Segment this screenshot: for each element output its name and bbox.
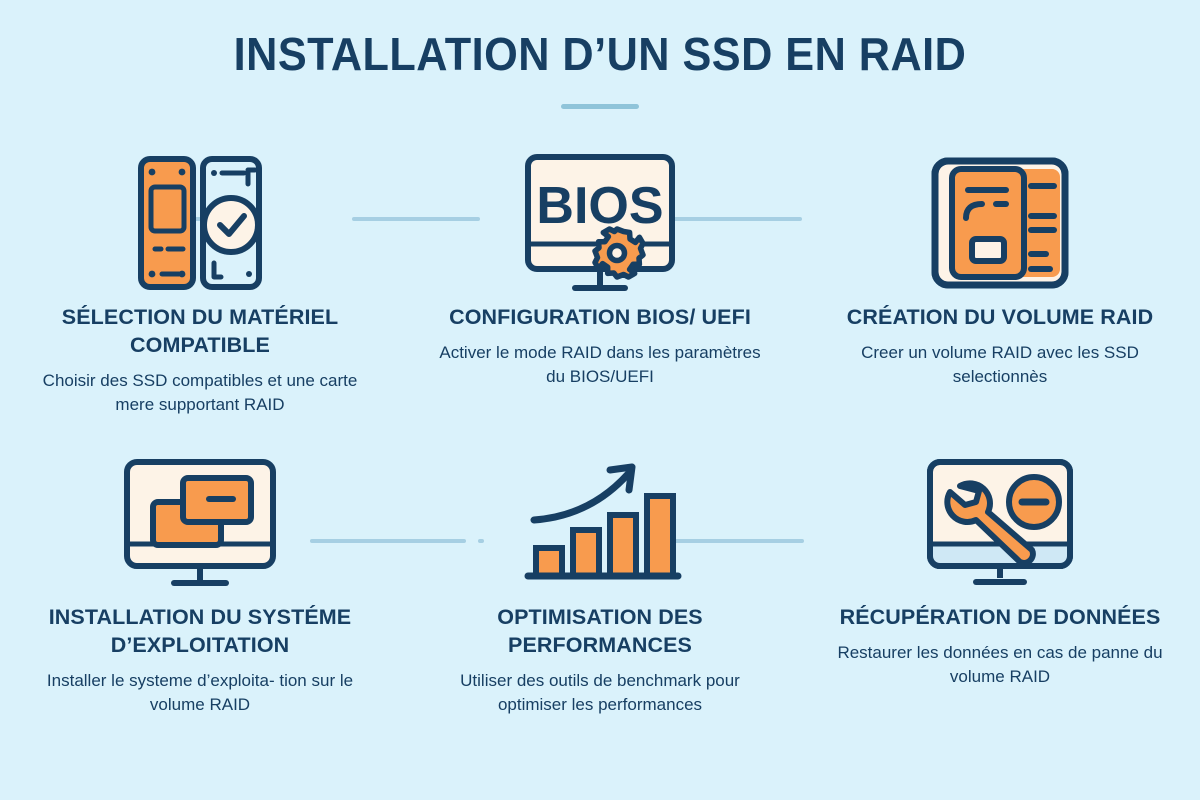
step-recuperation-donnees[interactable]: RÉCUPÉRATION DE DONNÉES Restaurer les do… [800, 448, 1200, 748]
step-desc-optimisation-performances: Utiliser des outils de benchmark pour op… [460, 670, 740, 714]
connector-row1-b [352, 217, 480, 221]
title-divider-wrap [0, 104, 1200, 110]
minus-circle-icon [1006, 474, 1062, 530]
gear-icon [592, 225, 646, 280]
connector-row2-c [672, 539, 804, 543]
step-desc-configuration-bios: Activer le mode RAID dans les paramètres… [439, 342, 761, 387]
monitor-wrench-icon [927, 459, 1073, 585]
step-desc-installation-os: Installer le systeme d’exploita- tion su… [46, 670, 354, 714]
steps-grid: SÉLECTION DU MATÉRIEL COMPATIBLE Choisir… [0, 148, 1200, 748]
step-icon-configuration-bios: BIOS [520, 148, 680, 298]
step-title-recuperation-donnees: RÉCUPÉRATION DE DONNÉES [839, 605, 1161, 629]
step-creation-volume-raid[interactable]: CRÉATION DU VOLUME RAID Creer un volume … [800, 148, 1200, 448]
step-title-configuration-bios: CONFIGURATION BIOS/ UEFI [449, 305, 751, 329]
step-icon-selection-materiel [136, 148, 264, 298]
ssd-drive-icons [138, 156, 262, 290]
header: INSTALLATION D’UN SSD EN RAID [0, 0, 1200, 110]
bios-monitor-gear-icon: BIOS [525, 153, 675, 291]
step-icon-creation-volume-raid [930, 148, 1070, 298]
step-title-selection-materiel: SÉLECTION DU MATÉRIEL COMPATIBLE [61, 305, 339, 357]
step-icon-optimisation-performances [520, 448, 682, 598]
step-desc-recuperation-donnees: Restaurer les données en cas de panne du… [837, 642, 1163, 687]
raid-volume-icon [931, 157, 1069, 289]
title-divider [561, 104, 639, 110]
connector-row2-b [478, 539, 484, 543]
step-title-creation-volume-raid: CRÉATION DU VOLUME RAID [846, 305, 1154, 329]
connector-row2-a [310, 539, 466, 543]
step-icon-installation-os [121, 448, 279, 598]
step-title-optimisation-performances: OPTIMISATION DES PERFORMANCES [497, 605, 703, 657]
step-title-installation-os: INSTALLATION DU SYSTÉME D’EXPLOITATION [48, 605, 352, 657]
step-selection-materiel[interactable]: SÉLECTION DU MATÉRIEL COMPATIBLE Choisir… [0, 148, 400, 448]
step-desc-creation-volume-raid: Creer un volume RAID avec les SSD select… [861, 342, 1139, 387]
bios-screen-label: BIOS [536, 177, 663, 235]
ssd-orange-icon [138, 156, 196, 290]
step-installation-os[interactable]: INSTALLATION DU SYSTÉME D’EXPLOITATION I… [0, 448, 400, 748]
step-icon-recuperation-donnees [924, 448, 1076, 598]
connector-row1-c [672, 217, 802, 221]
page-title: INSTALLATION D’UN SSD EN RAID [233, 28, 967, 80]
step-optimisation-performances[interactable]: OPTIMISATION DES PERFORMANCES Utiliser d… [400, 448, 800, 748]
step-desc-selection-materiel: Choisir des SSD compatibles et une carte… [42, 370, 358, 414]
step-configuration-bios[interactable]: BIOS CONFIGURATION BIOS/ UEFI Activer le… [400, 148, 800, 448]
bar-chart-growth-icon [524, 463, 682, 580]
wrench-icon [944, 480, 1036, 566]
monitor-windows-icon [124, 459, 276, 586]
ssd-verified-icon [200, 156, 262, 290]
